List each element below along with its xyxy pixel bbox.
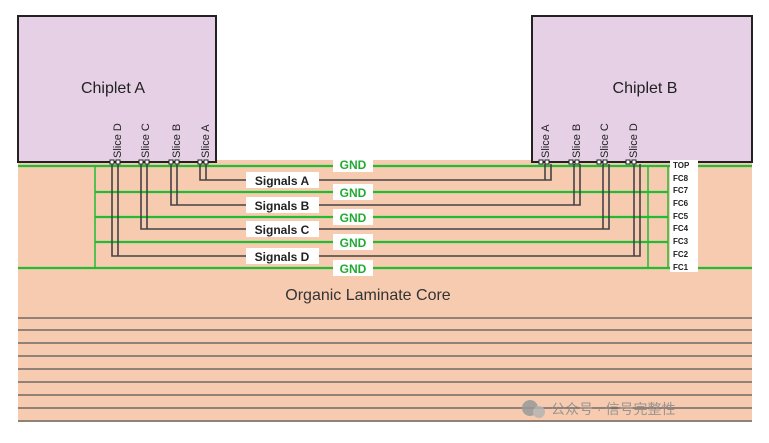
layer-label: FC8	[673, 174, 689, 183]
signal-label: Signals D	[255, 250, 310, 264]
slice-label: Slice A	[540, 124, 552, 158]
signal-routes	[111, 164, 641, 257]
slice-label: Slice B	[171, 124, 183, 158]
layer-label-box	[670, 160, 698, 272]
layer-label: FC1	[673, 263, 689, 272]
core-lines	[18, 317, 752, 422]
core-label: Organic Laminate Core	[285, 287, 451, 304]
signal-label: Signals A	[255, 174, 310, 188]
gnd-label: GND	[340, 211, 367, 225]
watermark: 公众号 · 信号完整性	[522, 400, 675, 418]
slice-label: Slice D	[112, 123, 124, 158]
slice-label: Slice A	[200, 124, 212, 158]
gnd-label: GND	[340, 158, 367, 172]
wechat-icon-bubble	[533, 406, 545, 418]
signal-labels: Signals A Signals B Signals C Signals D	[246, 172, 319, 264]
slice-label: Slice C	[140, 123, 152, 158]
gnd-vias	[94, 166, 669, 268]
chiplet-b-slices: Slice A Slice B Slice C Slice D	[540, 123, 640, 158]
signal-label: Signals C	[255, 223, 310, 237]
layer-labels: TOP FC8 FC7 FC6 FC5 FC4 FC3 FC2 FC1	[673, 161, 690, 272]
chiplet-a-slices: Slice D Slice C Slice B Slice A	[112, 123, 212, 158]
slice-label: Slice C	[599, 123, 611, 158]
layer-label: TOP	[673, 161, 690, 170]
gnd-label: GND	[340, 186, 367, 200]
layer-label: FC7	[673, 186, 689, 195]
chiplet-b-label: Chiplet B	[613, 80, 678, 97]
chiplet-b-box	[531, 15, 753, 163]
gnd-planes	[18, 164, 752, 270]
gnd-labels: GND GND GND GND GND	[333, 157, 373, 276]
watermark-text: 公众号 · 信号完整性	[551, 401, 675, 417]
signal-label: Signals B	[255, 199, 310, 213]
slice-label: Slice D	[628, 123, 640, 158]
layer-label: FC5	[673, 212, 689, 221]
chiplet-a-box	[17, 15, 217, 163]
gnd-label: GND	[340, 262, 367, 276]
gnd-label: GND	[340, 236, 367, 250]
slice-label: Slice B	[571, 124, 583, 158]
layer-label: FC2	[673, 250, 689, 259]
chiplet-a-label: Chiplet A	[81, 80, 145, 97]
layer-label: FC6	[673, 199, 689, 208]
layer-label: FC4	[673, 224, 689, 233]
layer-label: FC3	[673, 237, 689, 246]
